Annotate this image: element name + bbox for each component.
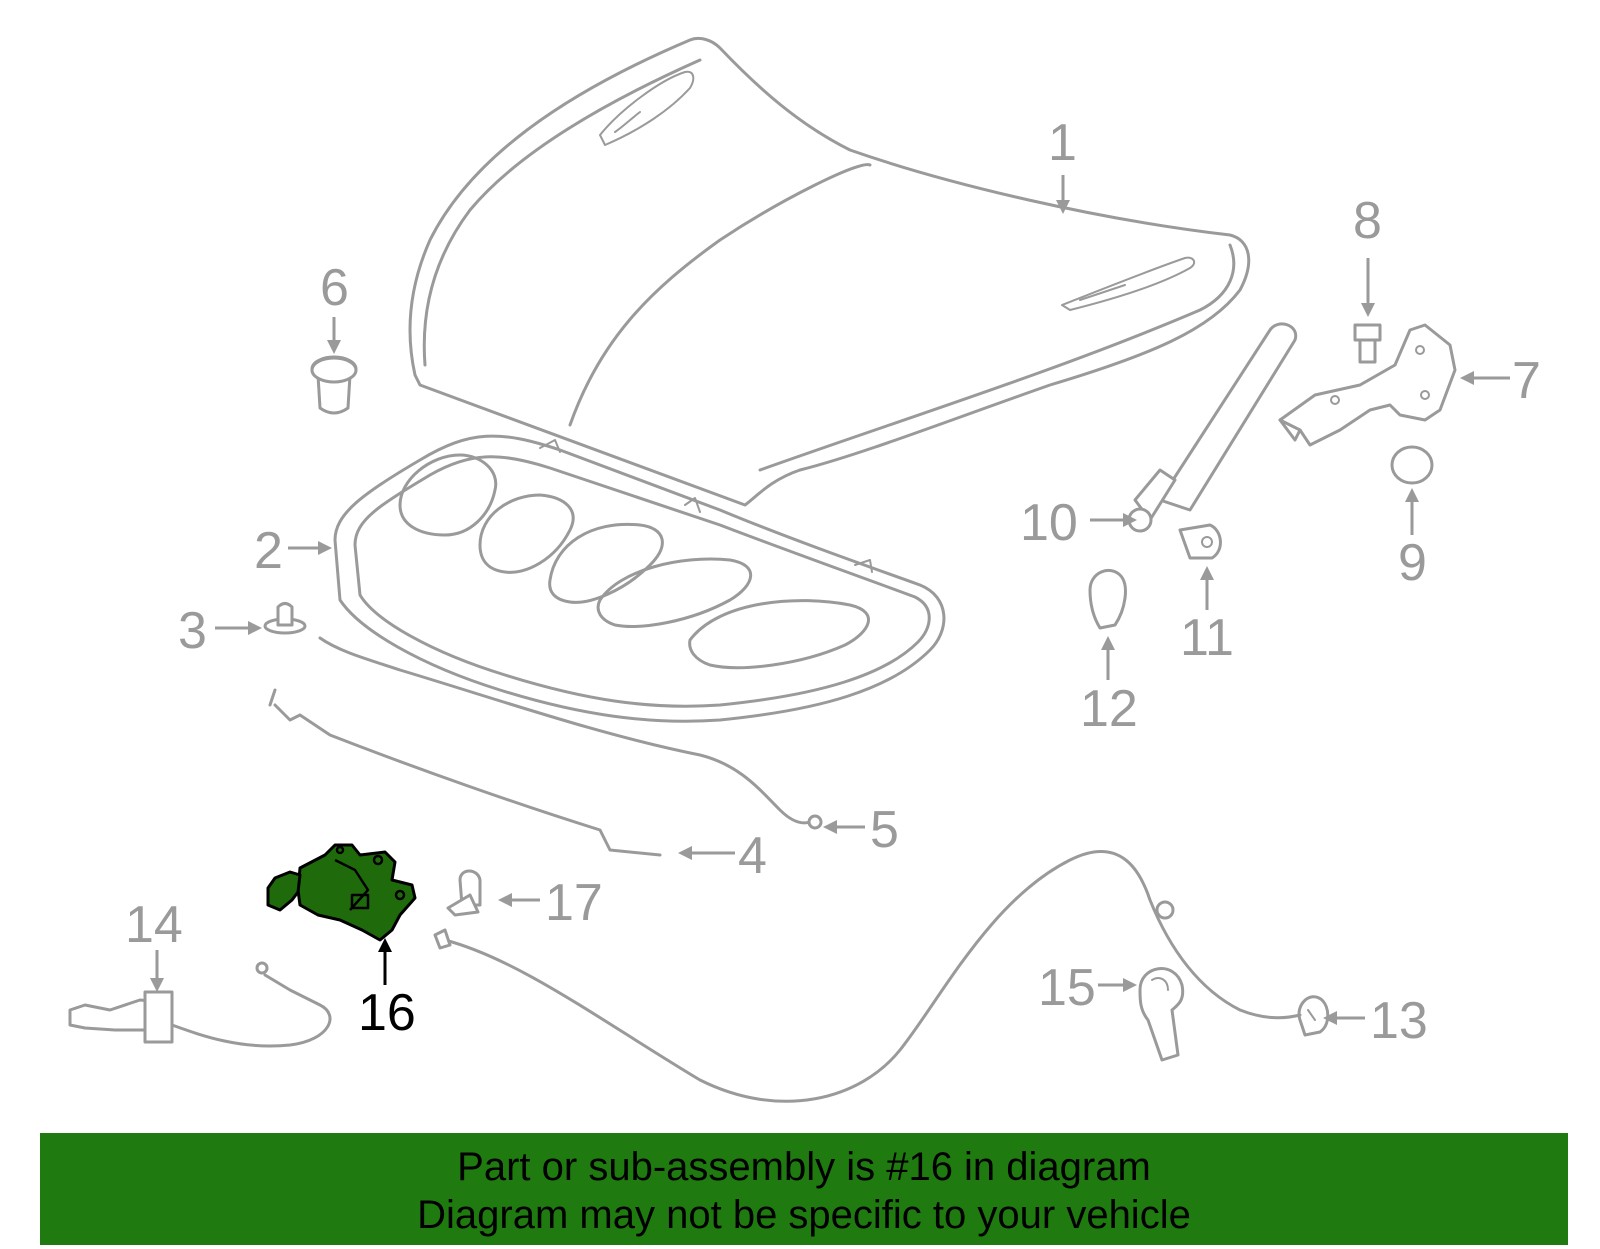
callout-16: 16 <box>358 984 416 1042</box>
hood-hinge <box>1278 323 1457 447</box>
callout-9: 9 <box>1398 534 1427 592</box>
callout-5: 5 <box>870 801 899 859</box>
callout-13: 13 <box>1370 992 1428 1050</box>
banner-line-1: Part or sub-assembly is #16 in diagram <box>457 1145 1151 1189</box>
info-banner: Part or sub-assembly is #16 in diagram D… <box>40 1133 1568 1245</box>
hood-latch-part-16[interactable] <box>266 843 417 942</box>
hood-bumper-plug <box>310 355 358 415</box>
callout-6: 6 <box>320 259 349 317</box>
retainer-clip <box>1178 523 1222 560</box>
callout-3: 3 <box>178 602 207 660</box>
release-cable <box>433 849 1302 1103</box>
push-rivet <box>446 869 482 917</box>
secondary-latch <box>68 961 332 1048</box>
callout-arrows <box>150 175 1510 1025</box>
callout-8: 8 <box>1353 192 1382 250</box>
weatherstrip <box>318 636 823 830</box>
callout-17: 17 <box>545 874 603 932</box>
hinge-bolt <box>1353 323 1382 364</box>
release-knob <box>1138 967 1185 1062</box>
banner-line-2: Diagram may not be specific to your vehi… <box>417 1193 1191 1237</box>
push-pin-clip <box>263 602 307 635</box>
callout-labels: 1 2 3 4 5 6 7 8 9 10 11 12 13 14 15 16 1… <box>125 114 1541 1050</box>
callout-7: 7 <box>1512 352 1541 410</box>
hood-bumper <box>1088 569 1127 630</box>
callout-15: 15 <box>1038 959 1096 1017</box>
callout-2: 2 <box>254 522 283 580</box>
grommet <box>1390 445 1434 485</box>
hood-seal <box>268 688 662 857</box>
callout-14: 14 <box>125 896 183 954</box>
callout-4: 4 <box>738 827 767 885</box>
hood-lift-support-strut <box>1127 322 1298 533</box>
hood-panel <box>408 36 1251 507</box>
release-handle <box>1297 995 1330 1037</box>
callout-11: 11 <box>1180 609 1234 667</box>
hood-insulator <box>333 434 946 723</box>
callout-12: 12 <box>1080 680 1138 738</box>
callout-1: 1 <box>1048 114 1077 172</box>
callout-10: 10 <box>1020 494 1078 552</box>
